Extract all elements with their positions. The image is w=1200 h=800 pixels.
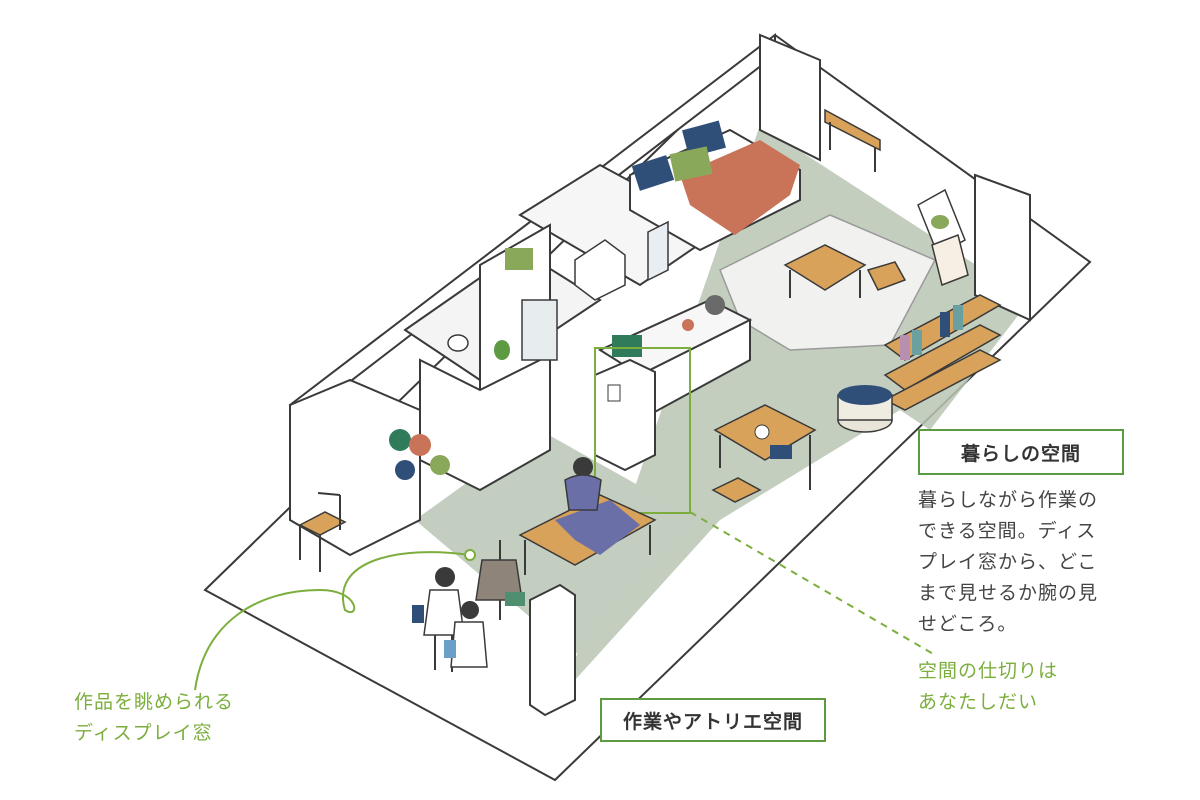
description-line: せどころ。 xyxy=(918,613,1018,635)
table-icon xyxy=(783,244,907,298)
display-window-note-line: 作品を眺められる xyxy=(74,691,235,713)
visitors xyxy=(412,567,488,672)
display-window-note: 作品を眺められる ディスプレイ窓 xyxy=(74,687,234,749)
closet xyxy=(289,378,421,557)
mirror xyxy=(647,220,669,282)
picture-frames xyxy=(917,188,969,287)
living-space-label: 暮らしの空間 xyxy=(918,429,1124,475)
fabric-rolls xyxy=(389,429,450,480)
mannequin-icon xyxy=(475,540,525,620)
living-space-description: 暮らしながら作業の できる空間。ディス プレイ窓から、どこ まで見せるか腕の見 … xyxy=(918,485,1156,640)
chair-icon xyxy=(298,492,347,572)
leader-line-window xyxy=(194,551,471,691)
dining-table-icon xyxy=(711,404,817,503)
wall-right-pillar xyxy=(974,173,1031,322)
wall-right-top xyxy=(759,33,821,162)
partition-note-line: あなたしだい xyxy=(918,691,1039,713)
leader-dot-window xyxy=(464,549,476,561)
bathtub xyxy=(574,239,626,301)
bookshelf-icon xyxy=(883,294,1002,411)
description-line: 暮らしながら作業の xyxy=(918,489,1099,511)
partition-note: 空間の仕切りは あなたしだい xyxy=(918,656,1058,718)
display-window-wall xyxy=(529,583,576,717)
description-line: できる空間。ディス xyxy=(918,520,1097,542)
kitchen-icon xyxy=(597,295,753,422)
bed-icon xyxy=(629,120,801,252)
atelier-space-label: 作業やアトリエ空間 xyxy=(600,698,826,742)
bench-icon xyxy=(824,108,881,172)
partition-note-line: 空間の仕切りは xyxy=(918,660,1059,682)
description-line: まで見せるか腕の見 xyxy=(918,582,1099,604)
fridge-icon xyxy=(594,358,656,472)
basket-icon xyxy=(837,385,893,433)
display-window-note-line: ディスプレイ窓 xyxy=(74,722,213,744)
washing-machine-icon xyxy=(447,248,558,361)
person-icon xyxy=(564,457,602,511)
leader-line-partition xyxy=(689,511,936,656)
description-line: プレイ窓から、どこ xyxy=(918,551,1098,573)
partition-highlight xyxy=(594,347,691,514)
